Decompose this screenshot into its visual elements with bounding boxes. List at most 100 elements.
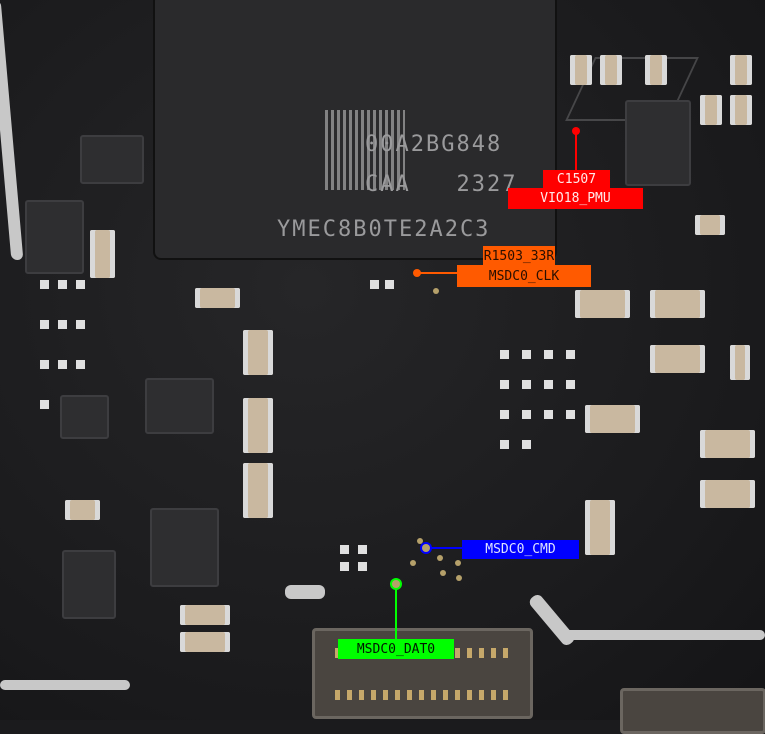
pad	[40, 280, 49, 289]
msdc0-dat0-marker	[392, 580, 400, 588]
ic-package	[80, 135, 144, 184]
connector-pin	[407, 690, 412, 700]
pad	[40, 320, 49, 329]
pad	[358, 545, 367, 554]
pad	[566, 410, 575, 419]
connector-pin	[371, 690, 376, 700]
capacitor	[730, 95, 752, 125]
pad	[544, 380, 553, 389]
pad	[500, 410, 509, 419]
connector-pin	[335, 648, 340, 658]
pad	[40, 400, 49, 409]
via	[437, 555, 443, 561]
chip-marking-line1: 00A2BG848	[365, 132, 503, 157]
msdc0-cmd-marker	[422, 544, 430, 552]
r1503-ref-label: R1503_33R	[483, 246, 555, 266]
capacitor	[65, 500, 100, 520]
ic-package	[150, 508, 219, 587]
connector-pin	[467, 690, 472, 700]
ic-package	[625, 100, 691, 186]
pad	[76, 280, 85, 289]
connector-pin	[479, 690, 484, 700]
capacitor	[650, 290, 705, 318]
r1503-leader-line	[417, 272, 458, 274]
capacitor	[700, 95, 722, 125]
msdc0-clk-net-label: MSDC0_CLK	[457, 265, 591, 287]
connector-pin	[455, 648, 460, 658]
pad	[522, 440, 531, 449]
pad	[544, 350, 553, 359]
connector-pin	[455, 690, 460, 700]
connector-pin	[431, 690, 436, 700]
pad	[566, 350, 575, 359]
capacitor	[700, 430, 755, 458]
pad	[566, 380, 575, 389]
msdc0-cmd-net-label: MSDC0_CMD	[462, 540, 579, 559]
chip-marking-line2: CAA 2327	[365, 172, 518, 197]
pad	[522, 410, 531, 419]
shield-frame	[0, 0, 24, 260]
chip-datamatrix	[325, 110, 405, 190]
pad	[340, 562, 349, 571]
connector-pin	[503, 648, 508, 658]
pad	[385, 280, 394, 289]
ic-package	[145, 378, 214, 434]
pad	[58, 320, 67, 329]
connector-pin	[467, 648, 472, 658]
capacitor	[695, 215, 725, 235]
capacitor	[180, 605, 230, 625]
via	[417, 538, 423, 544]
pad	[58, 280, 67, 289]
capacitor	[195, 288, 240, 308]
via	[410, 560, 416, 566]
via	[440, 570, 446, 576]
capacitor	[585, 500, 615, 555]
pad	[522, 380, 531, 389]
connector-pin	[383, 690, 388, 700]
connector-pin	[395, 690, 400, 700]
ic-package	[62, 550, 116, 619]
pad	[544, 410, 553, 419]
connector-pin	[443, 690, 448, 700]
shield-frame	[560, 630, 765, 640]
chip-marking-line3: YMEC8B0TE2A2C3	[277, 217, 491, 242]
capacitor	[700, 480, 755, 508]
connector-pin	[419, 690, 424, 700]
msdc0-dat0-net-label: MSDC0_DAT0	[338, 639, 454, 659]
via	[455, 560, 461, 566]
ic-package	[25, 200, 84, 274]
capacitor	[730, 55, 752, 85]
msdc0-dat0-leader-line	[395, 588, 397, 640]
c1507-ref-label: C1507	[543, 170, 610, 189]
shield-frame	[0, 680, 130, 690]
capacitor	[243, 398, 273, 453]
pad	[58, 360, 67, 369]
capacitor	[243, 463, 273, 518]
pad	[500, 440, 509, 449]
capacitor	[600, 55, 622, 85]
board-connector	[620, 688, 765, 734]
pad	[500, 350, 509, 359]
memory-chip: 00A2BG848 CAA 2327 YMEC8B0TE2A2C3	[155, 0, 699, 258]
pad	[522, 350, 531, 359]
capacitor	[730, 345, 750, 380]
capacitor	[570, 55, 592, 85]
capacitor	[180, 632, 230, 652]
pad	[358, 562, 367, 571]
pad	[40, 360, 49, 369]
vio18-pmu-net-label: VIO18_PMU	[508, 188, 643, 209]
capacitor	[90, 230, 115, 278]
c1507-leader-line	[575, 131, 577, 171]
connector-pin	[491, 648, 496, 658]
capacitor	[650, 345, 705, 373]
msdc0-cmd-leader-line	[430, 547, 463, 549]
via	[456, 575, 462, 581]
pad	[340, 545, 349, 554]
connector-pin	[491, 690, 496, 700]
pad	[76, 320, 85, 329]
pad	[370, 280, 379, 289]
via	[433, 288, 439, 294]
ic-package	[60, 395, 109, 439]
pad	[500, 380, 509, 389]
